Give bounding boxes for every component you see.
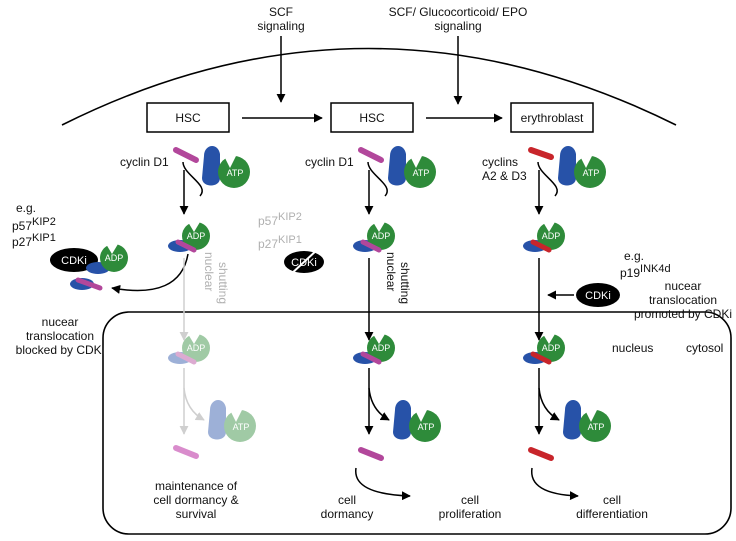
kinase-atp-faded: ATP [208,399,256,442]
cell-membrane [61,47,677,126]
maintenance-line-2: cell dormancy & [153,493,238,507]
curve-3 [537,161,558,197]
eg-right: e.g. [624,249,644,263]
cytosol-label: cytosol [686,341,723,355]
kinase-atp-1: ATP [202,145,250,188]
erythroblast-box: erythroblast [510,102,594,133]
adp-label-faded: ADP [187,343,206,353]
scf-signaling-label: SCF signaling [257,5,304,33]
cyclins-label-line-1: cyclins [482,155,518,169]
promoted-line-2: translocation [649,293,717,307]
promoted-line-3: promoted by CDKi [634,307,732,321]
adp-label-nuc-2: ADP [372,343,391,353]
kinase-adp-nuc-3: ADP [523,334,565,365]
kinase-adp-3: ADP [523,222,565,253]
atp-label-1: ATP [227,168,244,178]
cyclin-d1-label-2: cyclin D1 [305,155,354,169]
multi-line-2: signaling [434,19,481,33]
atp-label-nuc-2: ATP [418,422,435,432]
hsc-box-2: HSC [330,102,414,133]
blocked-line-2: translocation [26,329,94,343]
dormancy-line-1: cell [338,493,356,507]
cyclin-bar-nuc-2 [358,447,384,461]
cyclin-d1-label-1: cyclin D1 [120,155,169,169]
to-differentiation-arrow [531,467,579,501]
adp-label-left: ADP [105,253,124,263]
kinase-atp-nuc-2: ATP [393,399,441,442]
eg-left: e.g. [16,201,36,215]
kinase-adp-nuc-2: ADP [353,334,395,365]
cdki-label-left: CDKi [61,255,87,267]
proliferation-label: cell proliferation [439,493,502,521]
adp-label-nuc-3: ADP [542,343,561,353]
curve-nuc-2 [368,387,390,421]
kinase-adp-1: ADP [168,222,210,253]
faded-curve [183,387,205,421]
cdki-complex-left: CDKi ADP [50,244,128,291]
differentiation-line-1: cell [603,493,621,507]
shutting-2a: nuclear [384,252,398,291]
blocked-line-3: blocked by CDKi [16,343,105,357]
cyclins-label-line-2: A2 & D3 [482,169,527,183]
curve-nuc-3 [538,387,560,421]
kinase-atp-nuc-3: ATP [563,399,611,442]
atp-label-3: ATP [583,168,600,178]
differentiation-label: cell differentiation [576,493,648,521]
maintenance-line-3: survival [176,507,217,521]
hsc-box-1: HSC [146,102,230,133]
cyclin-a2-d3-bar [528,147,554,160]
kinase-adp-faded: ADP [168,334,210,365]
adp-label-1: ADP [187,231,206,241]
erythroblast-label: erythroblast [521,111,584,125]
maintenance-label: maintenance of cell dormancy & survival [153,479,238,521]
to-proliferation-arrow [355,467,411,501]
promoted-line-1: nucear [665,279,702,293]
cdki-promoter: CDKi [576,283,620,307]
proliferation-line-1: cell [461,493,479,507]
maintenance-line-1: maintenance of [155,479,238,493]
cdki-crossed: CDKi [284,248,324,276]
cyclin-bar-nuc-3 [528,447,554,461]
multi-line-1: SCF/ Glucocorticoid/ EPO [389,5,528,19]
curve-2 [367,161,388,197]
shutting-2b: shutting [398,262,412,304]
hsc-label-1: HSC [175,111,201,125]
atp-label-2: ATP [413,168,430,178]
faded-cyclin-bar [173,445,199,459]
p27-gray: p27KIP1 [258,234,302,251]
cyclin-d1-bar-2 [358,147,384,163]
atp-label-faded: ATP [233,422,250,432]
faded-shutting-2: shutting [216,262,230,304]
blocked-line-1: nucear [42,315,79,329]
cdki-label-right: CDKi [585,290,611,302]
curve-1 [182,161,203,197]
faded-shutting-1: nuclear [202,252,216,291]
kinase-atp-2: ATP [388,145,436,188]
adp-label-3: ADP [542,231,561,241]
multi-signaling-label: SCF/ Glucocorticoid/ EPO signaling [389,5,528,33]
adp-label-2: ADP [372,231,391,241]
blocked-translocation-label: nucear translocation blocked by CDKi [16,315,105,357]
atp-label-nuc-3: ATP [588,422,605,432]
scf-line-1: SCF [269,5,293,19]
p27-left: p27KIP1 [12,232,56,249]
p57-gray: p57KIP2 [258,211,302,228]
kinase-adp-2: ADP [353,222,395,253]
promoted-translocation-label: nucear translocation promoted by CDKi [634,279,732,321]
hsc-label-2: HSC [359,111,385,125]
p57-left: p57KIP2 [12,216,56,233]
kinase-atp-3: ATP [558,145,606,188]
proliferation-line-2: proliferation [439,507,502,521]
cyclin-d1-bar-1 [173,147,199,163]
nucleus-membrane [102,311,732,535]
scf-line-2: signaling [257,19,304,33]
nucleus-label: nucleus [612,341,653,355]
dormancy-label: cell dormancy [321,493,374,521]
dormancy-line-2: dormancy [321,507,374,521]
differentiation-line-2: differentiation [576,507,648,521]
blocked-translocation-arrow [111,253,189,294]
p19-right: p19INK4d [620,263,671,280]
